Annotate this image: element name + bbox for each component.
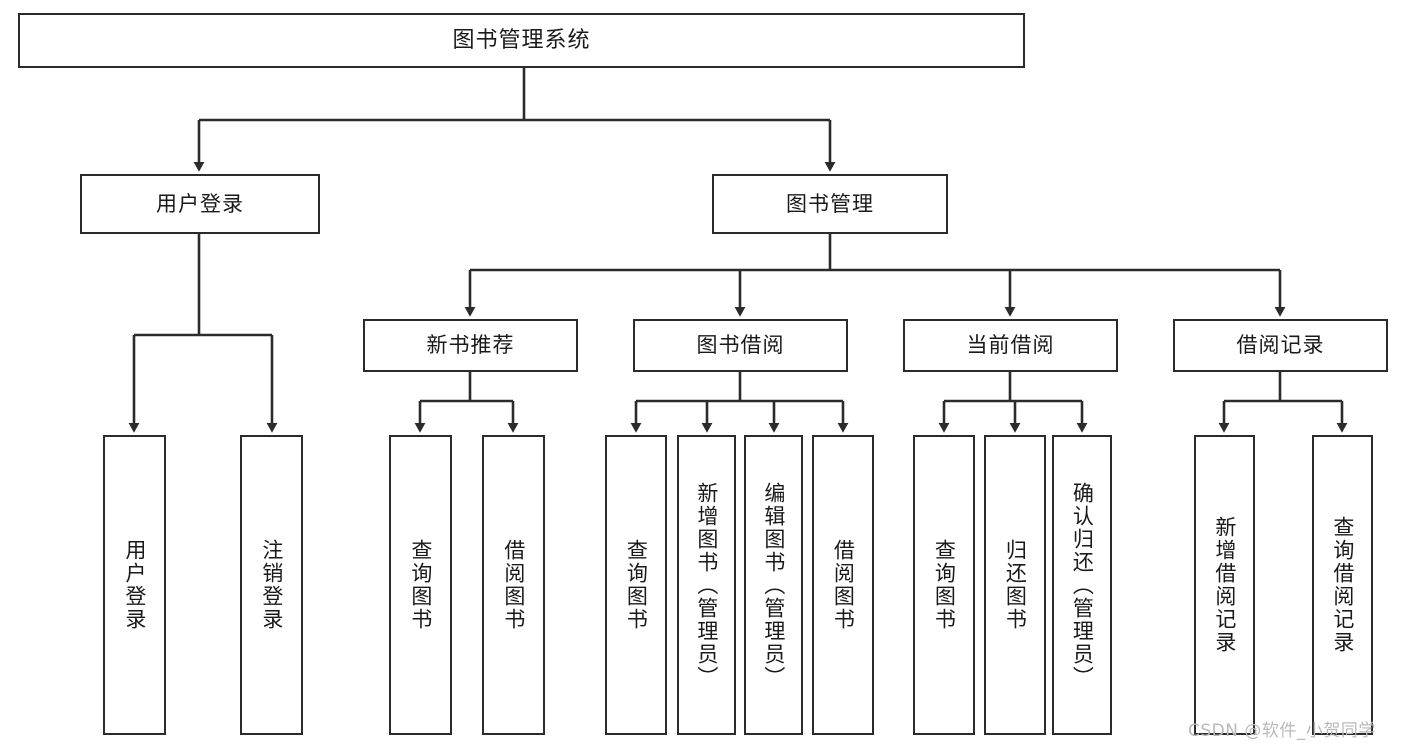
- node-root-label: 图书管理系统: [452, 27, 591, 53]
- node-leaf-borrow-book-2[interactable]: 借阅图书: [812, 435, 874, 735]
- node-leaf-query-book-2[interactable]: 查询图书: [605, 435, 667, 735]
- node-book-manage[interactable]: 图书管理: [712, 174, 948, 234]
- node-leaf-confirm-return-label: 确认归还（管理员）: [1070, 481, 1095, 689]
- node-new-book-recommend-label: 新书推荐: [426, 333, 515, 358]
- node-leaf-borrow-book-2-label: 借阅图书: [831, 539, 856, 631]
- node-root[interactable]: 图书管理系统: [18, 13, 1025, 68]
- node-leaf-confirm-return[interactable]: 确认归还（管理员）: [1052, 435, 1112, 735]
- node-leaf-logout[interactable]: 注销登录: [240, 435, 303, 735]
- node-leaf-user-login[interactable]: 用户登录: [103, 435, 166, 735]
- node-leaf-query-record-label: 查询借阅记录: [1330, 516, 1355, 654]
- node-user-login-label: 用户登录: [156, 191, 244, 216]
- node-leaf-add-record-label: 新增借阅记录: [1212, 516, 1237, 654]
- node-leaf-return-book-label: 归还图书: [1003, 539, 1028, 631]
- node-leaf-add-record[interactable]: 新增借阅记录: [1194, 435, 1255, 735]
- node-leaf-edit-book[interactable]: 编辑图书（管理员）: [744, 435, 803, 735]
- node-book-manage-label: 图书管理: [786, 191, 874, 216]
- node-leaf-return-book[interactable]: 归还图书: [984, 435, 1046, 735]
- node-leaf-query-book-1[interactable]: 查询图书: [389, 435, 452, 735]
- node-borrow-record-label: 借阅记录: [1236, 333, 1325, 358]
- node-leaf-query-book-2-label: 查询图书: [624, 539, 649, 631]
- node-leaf-borrow-book-1-label: 借阅图书: [501, 539, 526, 631]
- node-current-borrow[interactable]: 当前借阅: [903, 319, 1118, 372]
- node-leaf-user-login-label: 用户登录: [122, 539, 147, 631]
- node-current-borrow-label: 当前借阅: [966, 333, 1055, 358]
- node-user-login[interactable]: 用户登录: [80, 174, 320, 234]
- node-book-borrow[interactable]: 图书借阅: [633, 319, 848, 372]
- node-leaf-edit-book-label: 编辑图书（管理员）: [761, 481, 786, 689]
- node-leaf-query-record[interactable]: 查询借阅记录: [1312, 435, 1373, 735]
- node-leaf-add-book[interactable]: 新增图书（管理员）: [677, 435, 736, 735]
- node-leaf-query-book-1-label: 查询图书: [408, 539, 433, 631]
- node-leaf-add-book-label: 新增图书（管理员）: [694, 481, 719, 689]
- node-new-book-recommend[interactable]: 新书推荐: [363, 319, 578, 372]
- node-leaf-query-book-3-label: 查询图书: [932, 539, 957, 631]
- node-leaf-logout-label: 注销登录: [259, 539, 284, 631]
- node-book-borrow-label: 图书借阅: [696, 333, 785, 358]
- csdn-watermark: CSDN @软件_小贺同学: [1188, 721, 1376, 741]
- node-leaf-query-book-3[interactable]: 查询图书: [913, 435, 975, 735]
- node-borrow-record[interactable]: 借阅记录: [1173, 319, 1388, 372]
- node-leaf-borrow-book-1[interactable]: 借阅图书: [482, 435, 545, 735]
